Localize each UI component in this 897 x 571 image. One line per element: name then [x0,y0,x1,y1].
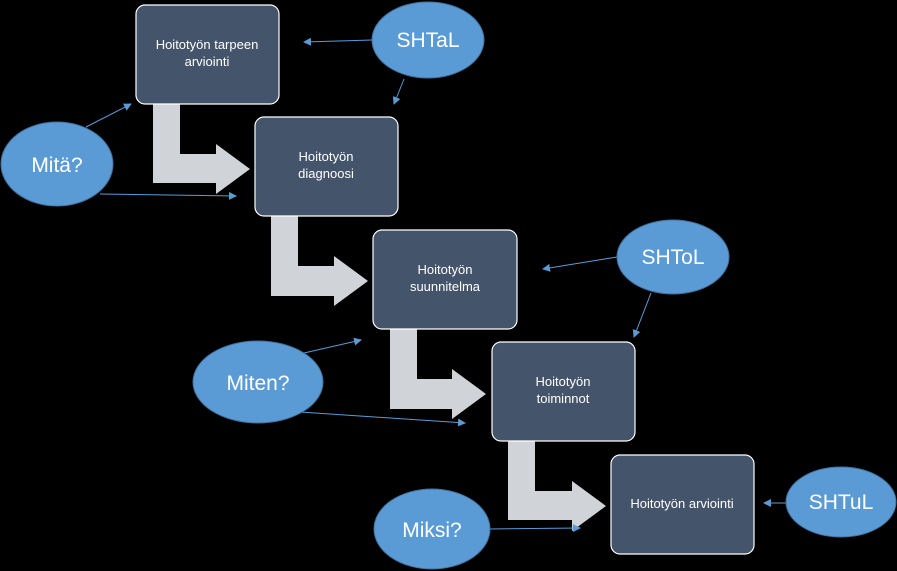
question-oval-what: Mitä? [0,121,114,207]
oval-label: Miten? [226,372,289,395]
connector-arrow [85,103,132,128]
source-oval-shtol: SHToL [616,219,730,295]
connector-arrow [303,337,362,354]
connector-arrow [303,37,373,46]
connector-arrow [392,78,405,105]
step-needs-assessment: Hoitotyön tarpeen arviointi [135,4,280,105]
step-label-line1: Hoitotyön [536,374,591,389]
question-oval-why: Miksi? [373,488,491,570]
oval-label: Mitä? [31,154,82,177]
step-evaluation: Hoitotyön arviointi [610,454,755,555]
oval-label: SHTuL [809,491,874,514]
step-actions: Hoitotyön toiminnot [491,341,636,442]
flow-arrow-2 [271,216,368,306]
oval-label: Miksi? [402,519,462,542]
connector-arrow [488,524,581,533]
oval-label: SHToL [641,246,704,269]
step-label-line2: toiminnot [537,391,590,406]
step-label-line1: Hoitotyön [418,262,473,277]
connector-arrow [99,191,237,200]
oval-label: SHTaL [396,29,459,52]
step-label-line2: suunnitelma [410,279,481,294]
question-oval-how: Miten? [192,340,324,424]
flow-arrow-3 [390,329,486,419]
step-label-line2: arviointi [185,54,230,69]
connector-arrow [542,256,618,272]
step-diagnosis: Hoitotyön diagnoosi [254,116,399,217]
flow-arrow-1 [153,104,250,194]
source-oval-shtul: SHTuL [785,466,897,538]
step-label-line1: Hoitotyön tarpeen [156,37,259,52]
connector-arrow [632,292,652,338]
flow-arrow-4 [508,441,606,531]
step-plan: Hoitotyön suunnitelma [372,229,518,330]
step-label-line1: Hoitotyön arviointi [630,496,733,511]
step-label-line2: diagnoosi [298,166,354,181]
connector-arrow [299,411,466,427]
source-oval-shtal: SHTaL [371,1,485,79]
step-label-line1: Hoitotyön [299,149,354,164]
